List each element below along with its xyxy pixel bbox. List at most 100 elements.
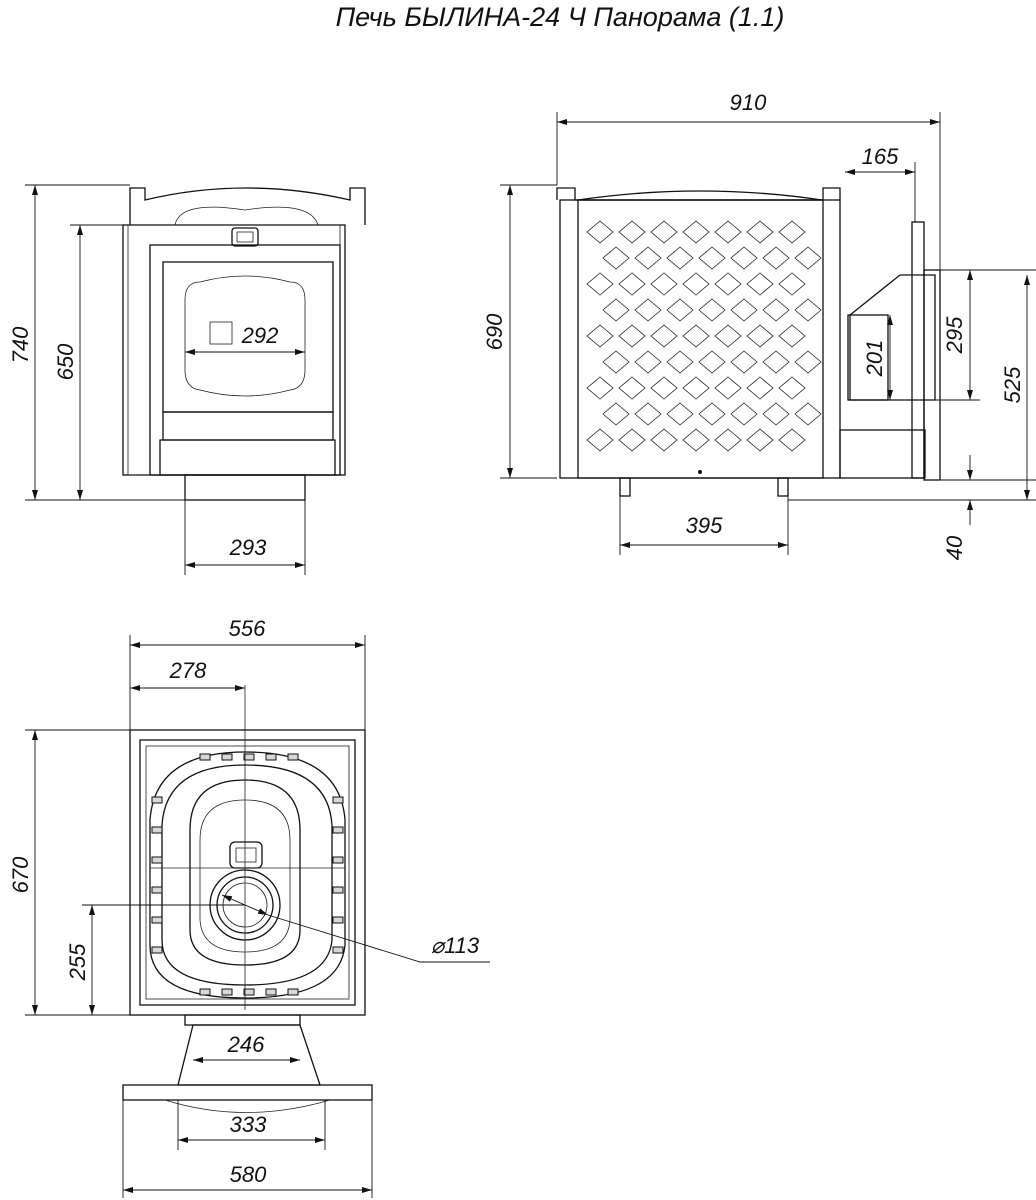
grille-cell (778, 324, 806, 348)
front-view: 740 650 292 293 (8, 184, 366, 575)
grille-cell (714, 324, 742, 348)
grille-cell (682, 376, 710, 400)
dim-910: 910 (730, 90, 767, 115)
grille-cell (682, 272, 710, 296)
grille-cell (634, 402, 662, 426)
grille-cell (634, 350, 662, 374)
rib-marker (287, 753, 299, 761)
grille-cell (666, 350, 694, 374)
dim-255: 255 (65, 943, 90, 981)
grille-cell (634, 246, 662, 270)
grille-panel (586, 220, 822, 452)
grille-cell (634, 298, 662, 322)
dim-395: 395 (686, 513, 723, 538)
grille-cell (602, 246, 630, 270)
grille-cell (746, 428, 774, 452)
grille-cell (762, 246, 790, 270)
grille-cell (746, 324, 774, 348)
dim-740: 740 (8, 326, 33, 363)
rib-marker (199, 753, 211, 761)
grille-cell (698, 350, 726, 374)
grille-cell (794, 246, 822, 270)
grille-cell (698, 402, 726, 426)
grille-cell (714, 428, 742, 452)
rib-marker (199, 988, 211, 996)
dim-525: 525 (1000, 366, 1025, 403)
grille-cell (762, 298, 790, 322)
grille-cell (666, 246, 694, 270)
dim-278: 278 (169, 658, 207, 683)
grille-cell (666, 298, 694, 322)
rib-marker (332, 826, 344, 834)
dim-580: 580 (230, 1162, 267, 1187)
grille-cell (650, 324, 678, 348)
grille-cell (618, 220, 646, 244)
grille-cell (778, 272, 806, 296)
grille-cell (586, 376, 614, 400)
grille-cell (746, 272, 774, 296)
grille-cell (762, 350, 790, 374)
dim-201: 201 (862, 340, 887, 378)
grille-cell (618, 324, 646, 348)
grille-cell (650, 272, 678, 296)
grille-cell (650, 376, 678, 400)
dim-292: 292 (241, 323, 279, 348)
rib-marker (151, 886, 163, 894)
grille-cell (730, 246, 758, 270)
rib-marker (151, 826, 163, 834)
grille-cell (746, 220, 774, 244)
rib-marker (151, 796, 163, 804)
dim-650: 650 (53, 343, 78, 380)
grille-cell (794, 298, 822, 322)
grille-cell (746, 376, 774, 400)
grille-cell (682, 324, 710, 348)
grille-cell (682, 428, 710, 452)
rib-marker (265, 753, 277, 761)
grille-cell (730, 402, 758, 426)
grille-cell (602, 350, 630, 374)
grille-cell (714, 376, 742, 400)
grille-cell (730, 298, 758, 322)
rib-marker (332, 856, 344, 864)
rib-marker (221, 988, 233, 996)
grille-cell (602, 402, 630, 426)
dim-165: 165 (862, 144, 899, 169)
rib-marker (287, 988, 299, 996)
grille-cell (602, 298, 630, 322)
grille-cell (650, 428, 678, 452)
grille-cell (618, 272, 646, 296)
grille-cell (682, 220, 710, 244)
rib-markers (151, 753, 344, 996)
dim-293: 293 (229, 535, 267, 560)
drawing-title: Печь БЫЛИНА-24 Ч Панорама (1.1) (336, 2, 785, 32)
grille-cell (698, 298, 726, 322)
rib-marker (151, 946, 163, 954)
rib-marker (151, 856, 163, 864)
dim-333: 333 (230, 1112, 267, 1137)
dim-556: 556 (229, 616, 266, 641)
side-view: 910 165 690 201 295 525 40 395 (482, 90, 1036, 560)
rib-marker (151, 916, 163, 924)
dim-d113: ⌀113 (431, 933, 480, 958)
grille-cell (650, 220, 678, 244)
rib-marker (332, 946, 344, 954)
rib-marker (332, 886, 344, 894)
grille-cell (586, 428, 614, 452)
grille-cell (586, 220, 614, 244)
grille-cell (778, 376, 806, 400)
grille-cell (762, 402, 790, 426)
grille-cell (714, 220, 742, 244)
top-view: 556 278 670 255 ⌀113 246 333 580 (8, 616, 490, 1198)
rib-marker (332, 796, 344, 804)
grille-cell (586, 272, 614, 296)
dim-690: 690 (482, 313, 507, 350)
rib-marker (332, 916, 344, 924)
rib-marker (243, 753, 255, 761)
grille-cell (586, 324, 614, 348)
rib-marker (221, 753, 233, 761)
grille-cell (794, 350, 822, 374)
rib-marker (265, 988, 277, 996)
grille-cell (778, 428, 806, 452)
dim-246: 246 (227, 1032, 265, 1057)
